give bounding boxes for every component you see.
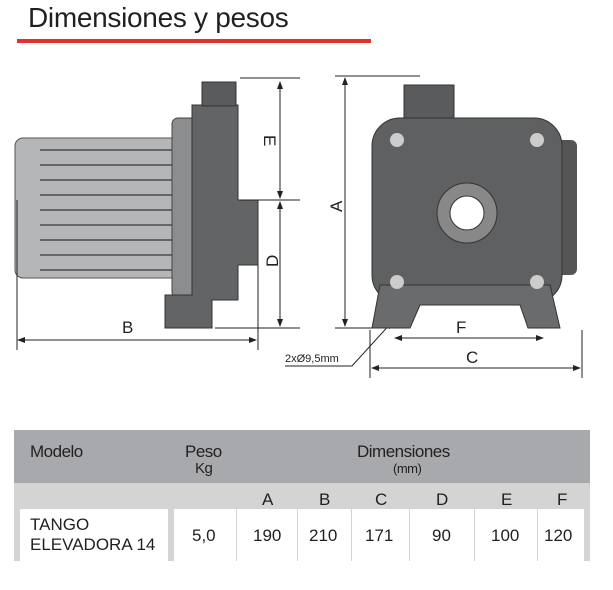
header-weight-unit: Kg [195,460,213,477]
cell-f: 120 [538,509,584,561]
header-dimensions: Dimensiones [357,442,450,461]
cell-weight: 5,0 [174,509,236,561]
dim-label-d: D [263,255,282,267]
header-dimensions-unit: (mm) [393,461,422,476]
cell-c: 171 [352,509,409,561]
dim-a-value: 190 [253,526,282,545]
dim-label-a: A [327,200,346,212]
holes-label: 2xØ9,5mm [285,353,339,365]
dim-e-value: 100 [491,526,520,545]
dim-f-value: 120 [544,526,573,545]
pump-side-view [14,81,259,329]
dim-label-f: F [456,318,466,337]
cell-model: TANGO ELEVADORA 14 [20,509,168,561]
pump-front-view [371,84,577,329]
model-line2: ELEVADORA 14 [30,535,156,554]
col-e: E [501,490,512,509]
cell-a: 190 [237,509,297,561]
table-header [14,430,590,483]
dimensions-table: Modelo Peso Kg Dimensiones (mm) A B C D … [14,430,590,561]
title-underline [17,39,371,43]
dim-c-value: 171 [365,526,394,545]
page-title: Dimensiones y pesos [28,2,289,33]
dim-label-b: B [122,318,133,337]
pump-dimension-drawing: E D A B F C 2xØ9,5mm [14,75,583,378]
dim-d-value: 90 [432,526,451,545]
col-b: B [319,490,330,509]
dim-b-value: 210 [309,526,338,545]
model-line1: TANGO [30,515,90,534]
weight-value: 5,0 [192,526,216,545]
col-c: C [375,490,387,509]
dim-label-c: C [466,348,478,367]
col-f: F [557,490,567,509]
cell-b: 210 [298,509,351,561]
header-weight: Peso [185,442,222,461]
header-model: Modelo [30,442,83,461]
cell-d: 90 [410,509,474,561]
cell-e: 100 [475,509,537,561]
col-a: A [262,490,273,509]
col-d: D [436,490,448,509]
dim-label-e: E [260,135,279,146]
